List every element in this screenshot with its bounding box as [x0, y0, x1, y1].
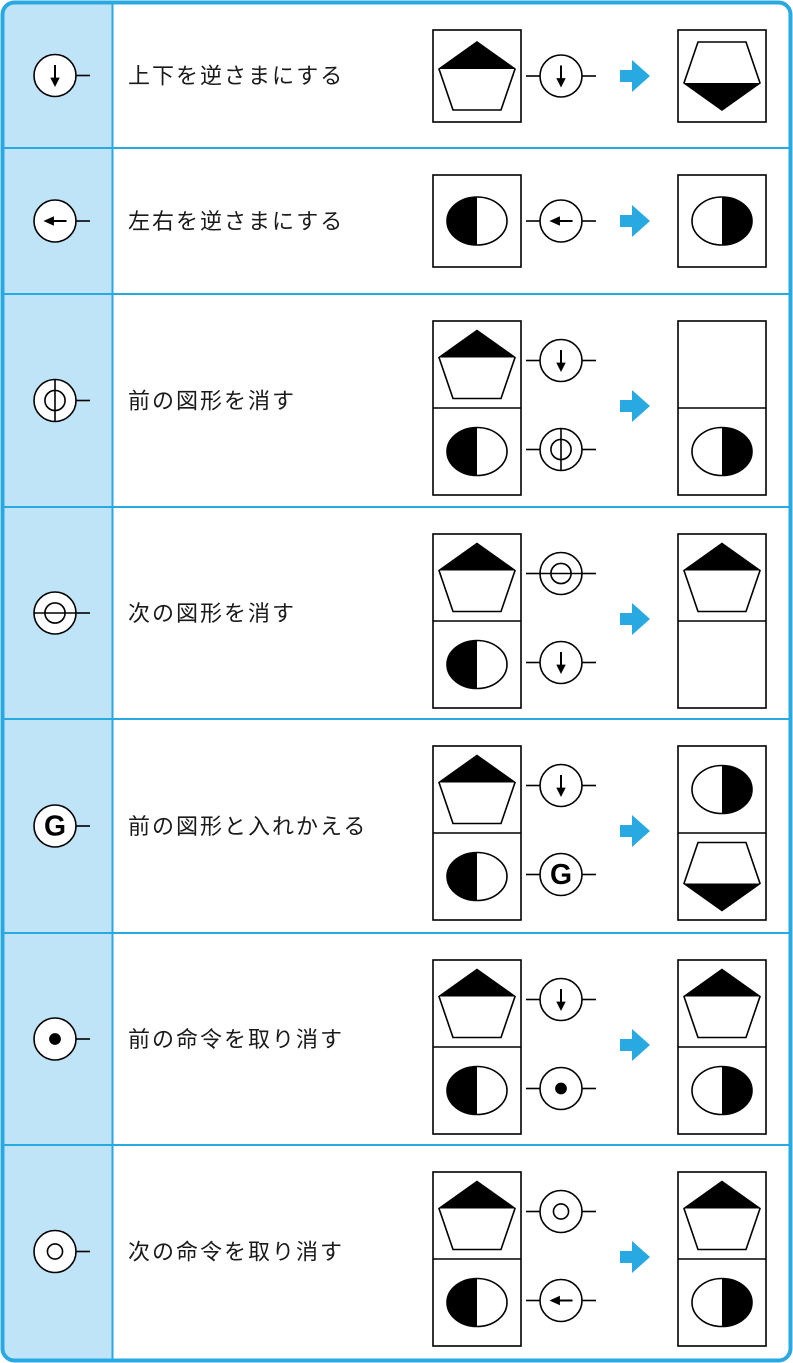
row-label: 左右を逆さまにする — [128, 210, 344, 235]
pentagon-cap-icon — [439, 755, 515, 783]
legend-row: 前の命令を取り消す — [33, 959, 767, 1135]
row-label: 次の図形を消す — [128, 602, 296, 627]
delete-next-symbol-icon — [526, 551, 596, 596]
flip-horizontal-symbol-icon — [526, 199, 596, 243]
flip-vertical-symbol-icon — [526, 338, 596, 383]
ellipse-right-fill-icon — [722, 1066, 752, 1115]
flip-vertical-symbol-icon — [33, 53, 90, 98]
flip-vertical-symbol-icon — [526, 977, 596, 1022]
ellipse-left-fill-icon — [447, 427, 477, 476]
swap-previous-symbol-icon: G — [526, 852, 596, 897]
swap-previous-symbol-icon: G — [33, 804, 90, 848]
symbol-circle — [33, 804, 77, 848]
filled-dot-icon — [49, 1033, 61, 1045]
flip-horizontal-symbol-icon — [526, 1278, 596, 1323]
row-label: 前の図形を消す — [128, 390, 296, 415]
legend-row: 左右を逆さまにする — [33, 174, 767, 268]
pentagon-cap-icon — [684, 83, 760, 110]
result-arrow-icon — [620, 815, 650, 847]
pentagon-cap-icon — [684, 969, 760, 997]
ellipse-left-fill-icon — [447, 197, 477, 245]
swap-glyph: G — [550, 859, 572, 891]
cancel-previous-symbol-icon — [526, 1066, 596, 1111]
arrow-down-icon — [50, 77, 60, 88]
arrow-left-icon — [43, 216, 54, 226]
flip-vertical-symbol-icon — [526, 640, 596, 685]
row-label: 前の命令を取り消す — [128, 1028, 344, 1053]
cancel-next-symbol-icon — [526, 1189, 596, 1234]
legend-row: 次の命令を取り消す — [33, 1171, 767, 1347]
pentagon-cap-icon — [439, 543, 515, 571]
cancel-next-symbol-icon — [33, 1229, 90, 1274]
pentagon-cap-icon — [439, 1181, 515, 1209]
ellipse-left-fill-icon — [447, 852, 477, 901]
cancel-previous-symbol-icon — [33, 1017, 90, 1061]
legend-row: 次の図形を消す — [33, 533, 767, 709]
arrow-down-icon — [556, 664, 566, 675]
arrow-left-icon — [549, 1295, 560, 1306]
arrow-down-icon — [556, 1001, 566, 1012]
row-label: 次の命令を取り消す — [128, 1241, 344, 1266]
arrow-down-icon — [556, 78, 566, 88]
delete-previous-symbol-icon — [33, 378, 90, 423]
arrow-down-icon — [556, 362, 566, 373]
pentagon-cap-icon — [439, 330, 515, 358]
result-arrow-icon — [620, 1241, 650, 1273]
pentagon-cap-icon — [684, 1181, 760, 1209]
flip-vertical-symbol-icon — [526, 763, 596, 808]
pentagon-cap-icon — [439, 969, 515, 997]
result-arrow-icon — [620, 1029, 650, 1061]
hollow-dot-icon — [46, 1243, 64, 1260]
swap-glyph: G — [44, 810, 66, 842]
pentagon-cap-icon — [439, 42, 515, 69]
ellipse-left-fill-icon — [447, 1066, 477, 1115]
flip-horizontal-symbol-icon — [33, 199, 90, 243]
result-arrow-icon — [620, 60, 650, 92]
ellipse-right-fill-icon — [722, 1278, 752, 1327]
flip-vertical-symbol-icon — [526, 54, 596, 98]
result-arrow-icon — [620, 603, 650, 635]
arrow-left-icon — [549, 216, 560, 226]
ellipse-left-fill-icon — [447, 640, 477, 689]
filled-dot-icon — [555, 1082, 567, 1095]
delete-previous-symbol-icon — [526, 427, 596, 472]
ellipse-right-fill-icon — [722, 427, 752, 476]
hollow-dot-icon — [552, 1203, 570, 1220]
delete-next-symbol-icon — [33, 591, 90, 635]
row-label: 前の図形と入れかえる — [128, 815, 367, 840]
ellipse-right-fill-icon — [722, 197, 752, 245]
pentagon-cap-icon — [684, 543, 760, 571]
pentagon-cap-icon — [684, 883, 760, 911]
arrow-down-icon — [556, 787, 566, 798]
result-arrow-icon — [620, 205, 650, 237]
symbol-circle — [539, 1189, 583, 1234]
legend-row: 前の図形を消す — [33, 320, 767, 496]
legend-row: 上下を逆さまにする — [33, 29, 767, 123]
legend-row: G 前の図形と入れかえる G — [33, 745, 767, 921]
result-arrow-icon — [620, 390, 650, 422]
symbol-circle — [539, 852, 583, 897]
row-label: 上下を逆さまにする — [128, 65, 344, 90]
ellipse-left-fill-icon — [447, 1278, 477, 1327]
ellipse-right-fill-icon — [722, 765, 752, 814]
symbol-circle — [33, 1229, 77, 1274]
